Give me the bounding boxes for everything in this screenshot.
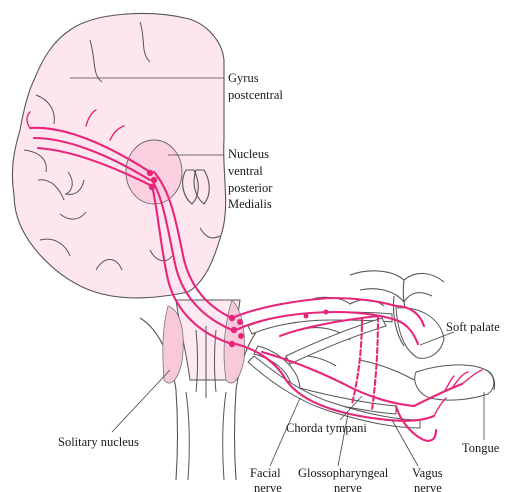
synapse-dot [304,314,309,319]
soft-palate-shape [396,308,444,359]
synapse-dot [229,341,235,347]
label-gyrus-line2: postcentral [228,88,283,102]
peripheral-structures [280,271,495,400]
label-glosso-line2: nerve [334,481,362,492]
label-facial-line1: Facial [250,466,281,480]
synapse-dot [238,333,244,339]
brain-outline [12,14,225,298]
label-nucleus-line2: ventral [228,164,263,178]
synapse-dot [229,315,235,321]
label-vagus-line2: nerve [414,481,442,492]
label-solitary-nucleus: Solitary nucleus [58,435,139,449]
label-facial-line2: nerve [254,481,282,492]
label-vagus-line1: Vagus [412,466,443,480]
cerebral-hemisphere [12,14,225,298]
synapse-dot [151,177,157,183]
label-nucleus-line3: posterior [228,181,273,195]
label-tongue: Tongue [462,441,500,455]
label-nucleus-line4: Medialis [228,197,272,211]
label-chorda-tympani: Chorda tympani [286,421,367,435]
synapse-dot [237,319,243,325]
label-soft-palate: Soft palate [446,320,500,334]
synapse-dot [231,327,237,333]
synapse-dot [147,170,153,176]
synapse-dot [324,310,329,315]
label-glosso-line1: Glossopharyngeal [298,466,389,480]
label-gyrus-line1: Gyrus [228,71,259,85]
synapse-dot [149,184,155,190]
label-nucleus-line1: Nucleus [228,147,269,161]
